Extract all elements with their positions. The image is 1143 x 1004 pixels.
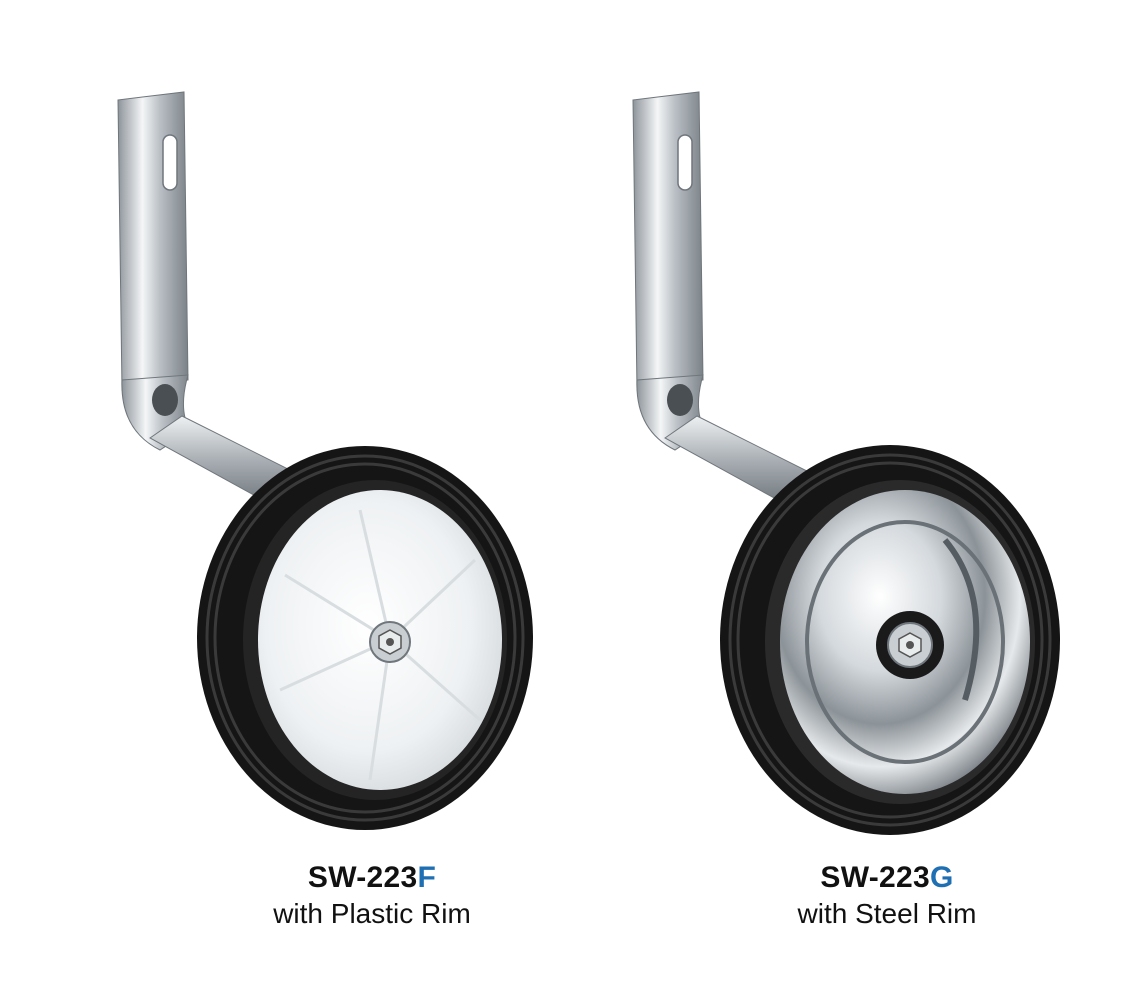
bracket: [632, 91, 816, 506]
product-card-plastic: SW-223F with Plastic Rim: [0, 0, 560, 1004]
model-suffix: G: [929, 861, 954, 894]
training-wheel-steel-image: [632, 91, 1060, 835]
product-caption: SW-223F with Plastic Rim: [172, 860, 572, 932]
product-description: with Steel Rim: [797, 898, 977, 929]
product-card-steel: SW-223G with Steel Rim: [515, 0, 1075, 1004]
model-suffix: F: [417, 861, 437, 894]
model-number: SW-223G: [820, 861, 954, 894]
wheel: [197, 446, 533, 830]
wheel: [720, 445, 1060, 835]
bracket: [117, 91, 301, 506]
product-caption: SW-223G with Steel Rim: [687, 860, 1087, 932]
training-wheel-plastic-image: [117, 91, 533, 830]
product-description: with Plastic Rim: [273, 898, 471, 929]
model-number: SW-223F: [307, 861, 437, 894]
